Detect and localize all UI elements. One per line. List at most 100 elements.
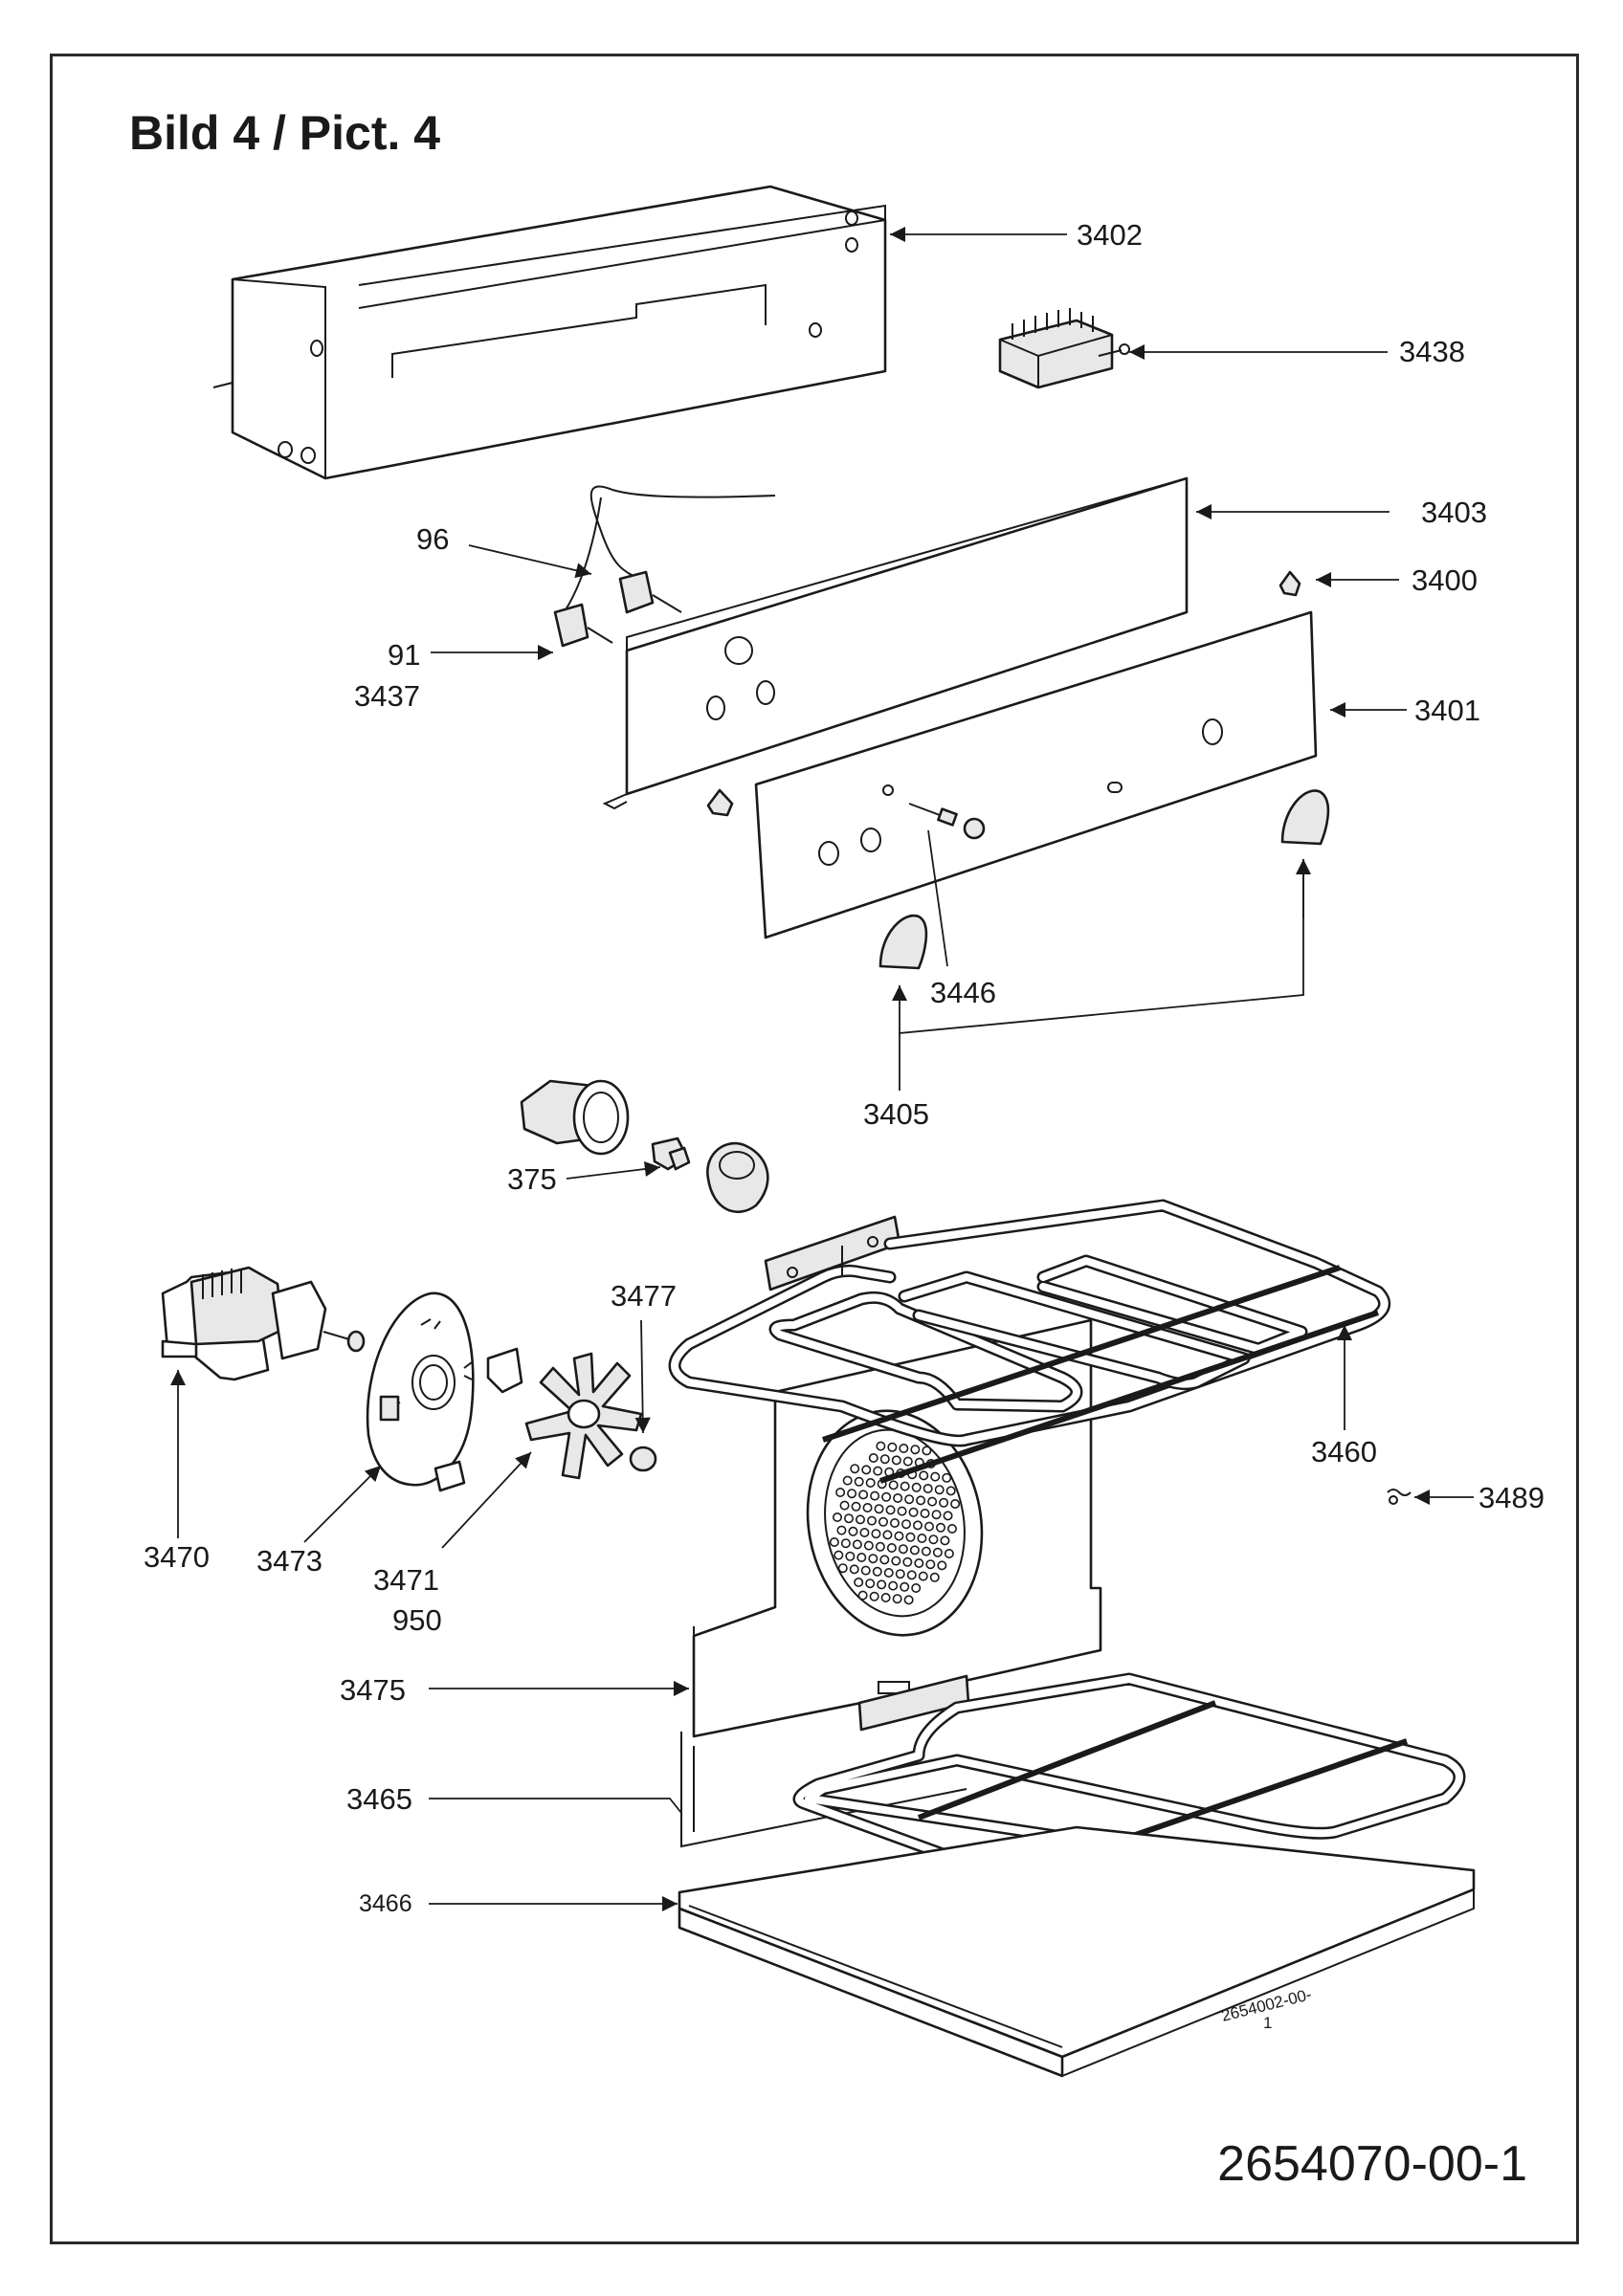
label-3437: 3437 bbox=[354, 679, 420, 713]
grille-hole bbox=[892, 1594, 902, 1604]
grille-hole bbox=[839, 1500, 850, 1511]
grille-hole bbox=[894, 1531, 904, 1541]
grille-hole bbox=[900, 1481, 910, 1491]
grille-hole bbox=[849, 1564, 859, 1575]
grille-hole bbox=[930, 1471, 941, 1482]
grille-hole bbox=[847, 1489, 857, 1499]
label-3405: 3405 bbox=[863, 1097, 929, 1131]
grille-hole bbox=[854, 1476, 864, 1487]
grille-hole bbox=[888, 1580, 899, 1591]
grille-hole bbox=[898, 1544, 908, 1555]
grille-hole bbox=[902, 1456, 913, 1467]
grille-hole bbox=[944, 1549, 954, 1559]
grille-hole bbox=[871, 1529, 881, 1539]
grille-hole bbox=[895, 1569, 905, 1579]
grille-hole bbox=[883, 1568, 894, 1578]
grille-hole bbox=[848, 1526, 858, 1536]
screw-3489 bbox=[1387, 1489, 1412, 1505]
grille-hole bbox=[870, 1490, 880, 1501]
grille-hole bbox=[881, 1491, 892, 1502]
grille-hole bbox=[940, 1535, 950, 1546]
grille-hole bbox=[888, 1480, 899, 1490]
tray-subassembly-number-line2: 1 bbox=[1263, 2014, 1272, 2032]
grille-hole bbox=[875, 1541, 885, 1552]
grille-hole bbox=[927, 1496, 938, 1507]
grille-hole bbox=[942, 1472, 952, 1483]
grille-hole bbox=[855, 1514, 865, 1525]
grille-hole bbox=[897, 1506, 907, 1516]
front-panel-3401 bbox=[706, 610, 1318, 939]
grille-hole bbox=[842, 1475, 853, 1486]
grille-hole bbox=[866, 1515, 877, 1526]
label-91: 91 bbox=[388, 638, 420, 672]
grille-hole bbox=[874, 1504, 884, 1514]
fan-cover-plate-3473 bbox=[366, 1292, 523, 1492]
knob-3405-right bbox=[1280, 789, 1330, 846]
document-number: 2654070-00-1 bbox=[1217, 2136, 1527, 2192]
grill-element-3460 bbox=[668, 1199, 1391, 1484]
grille-hole bbox=[868, 1453, 878, 1464]
grille-hole bbox=[891, 1455, 901, 1466]
oven-lamp-375 bbox=[520, 1079, 769, 1214]
oven-rear-wall-3475 bbox=[680, 1318, 1102, 1848]
grille-hole bbox=[837, 1563, 848, 1574]
grille-hole bbox=[858, 1490, 869, 1500]
label-3475: 3475 bbox=[340, 1673, 406, 1707]
grille-hole bbox=[917, 1534, 927, 1544]
label-3400: 3400 bbox=[1412, 563, 1478, 597]
grille-hole bbox=[945, 1486, 956, 1496]
fan-motor-3470 bbox=[161, 1266, 366, 1381]
fan-wheel-3471 bbox=[524, 1352, 657, 1480]
grille-hole bbox=[903, 1595, 914, 1605]
grille-hole bbox=[862, 1503, 873, 1513]
label-3401: 3401 bbox=[1414, 694, 1480, 727]
grille-hole bbox=[909, 1545, 920, 1556]
label-3446: 3446 bbox=[930, 976, 996, 1009]
grille-hole bbox=[904, 1494, 915, 1505]
clip-3400 bbox=[1278, 570, 1301, 597]
leader-lines bbox=[169, 226, 1474, 1912]
grille-hole bbox=[877, 1579, 887, 1590]
label-3460: 3460 bbox=[1311, 1435, 1377, 1468]
grille-hole bbox=[912, 1520, 923, 1531]
grille-hole bbox=[932, 1547, 943, 1557]
grille-hole bbox=[865, 1478, 876, 1489]
grille-hole bbox=[946, 1524, 957, 1534]
label-3473: 3473 bbox=[256, 1544, 322, 1578]
grille-hole bbox=[919, 1470, 929, 1481]
grille-hole bbox=[834, 1550, 844, 1560]
grille-hole bbox=[935, 1522, 945, 1533]
grille-hole bbox=[923, 1484, 933, 1494]
grille-hole bbox=[899, 1444, 909, 1454]
page-title: Bild 4 / Pict. 4 bbox=[129, 106, 441, 160]
grille-hole bbox=[931, 1510, 942, 1520]
drawing-frame bbox=[50, 54, 1579, 2244]
grille-hole bbox=[937, 1560, 947, 1571]
grille-hole bbox=[886, 1543, 897, 1554]
grille-hole bbox=[934, 1485, 945, 1495]
label-375: 375 bbox=[507, 1162, 557, 1196]
grille-hole bbox=[891, 1556, 901, 1566]
grille-hole bbox=[873, 1466, 883, 1476]
grille-hole bbox=[835, 1488, 846, 1498]
grille-hole bbox=[852, 1539, 862, 1550]
grille-hole bbox=[906, 1570, 917, 1580]
grille-hole bbox=[854, 1578, 864, 1588]
grille-hole bbox=[916, 1495, 926, 1506]
grille-hole bbox=[925, 1559, 936, 1570]
grille-hole bbox=[902, 1556, 913, 1567]
grille-hole bbox=[861, 1465, 872, 1475]
grille-hole bbox=[872, 1566, 882, 1577]
grille-hole bbox=[868, 1554, 878, 1564]
label-3489: 3489 bbox=[1478, 1481, 1545, 1514]
grille-hole bbox=[885, 1505, 896, 1515]
bottom-tray-3466 bbox=[678, 1825, 1476, 2078]
grille-hole bbox=[923, 1521, 934, 1532]
grille-hole bbox=[921, 1546, 931, 1556]
grille-hole bbox=[928, 1534, 939, 1545]
grille-hole bbox=[887, 1442, 898, 1452]
grille-hole bbox=[882, 1530, 893, 1540]
label-3471: 3471 bbox=[373, 1563, 439, 1597]
grille-hole bbox=[950, 1499, 961, 1510]
grille-hole bbox=[929, 1572, 940, 1582]
